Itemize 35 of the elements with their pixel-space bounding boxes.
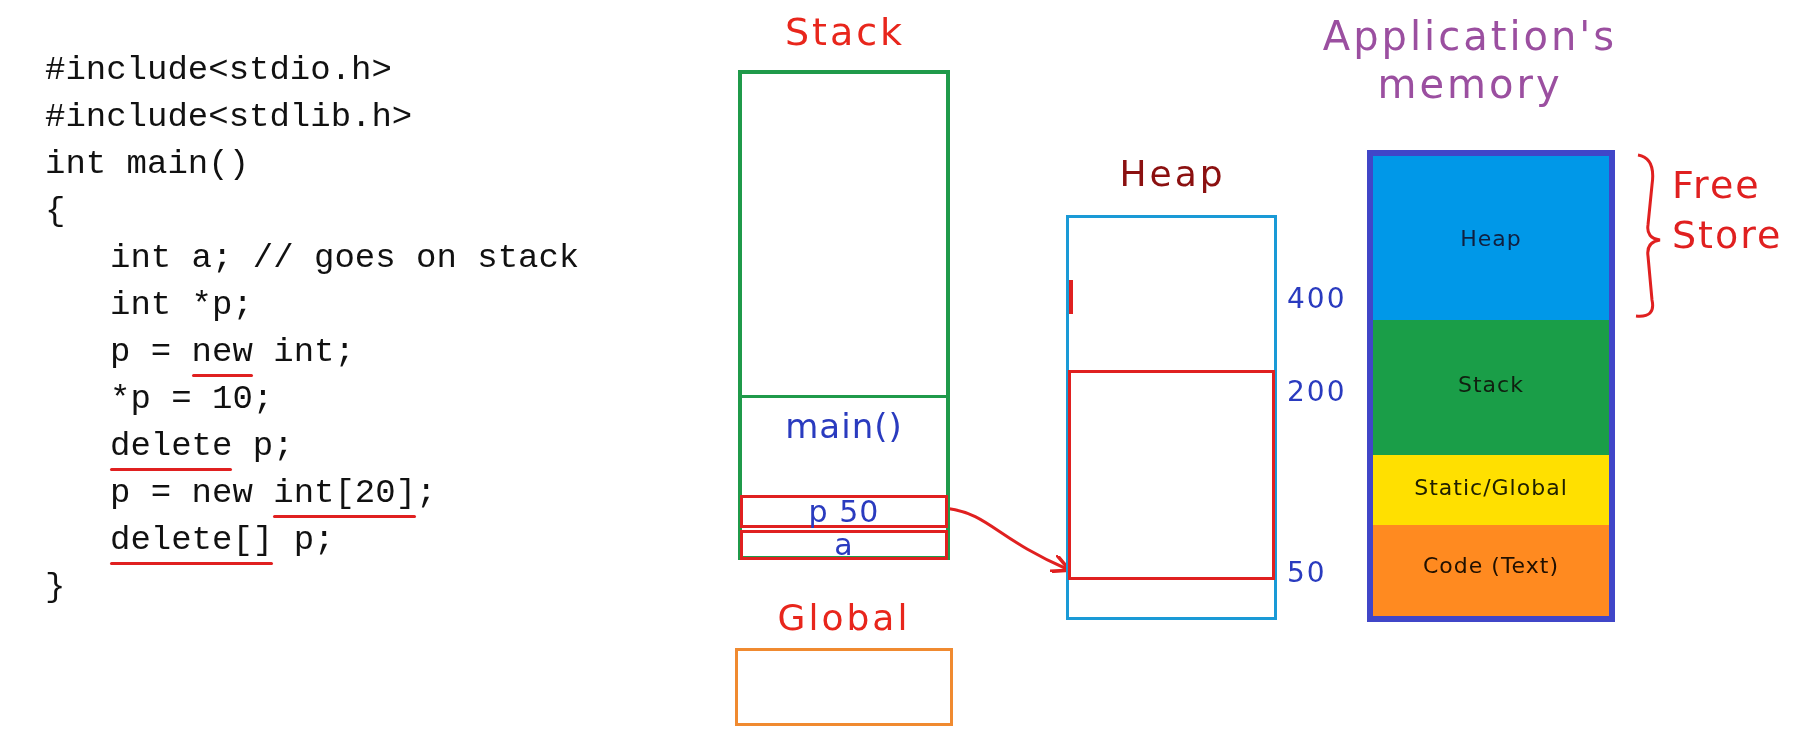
box-title: Global [776,596,912,640]
memory-segment [1373,320,1609,455]
box-title: Stack [783,10,907,56]
variable-slot [740,495,948,528]
memory-segment [1373,455,1609,525]
code-line: p = new int; [110,332,355,372]
segment-label: Stack [1457,372,1525,399]
allocated-block [1068,370,1275,580]
brace-note: Free Store [1672,162,1784,259]
code-line: { [45,191,66,231]
code-line: #include<stdlib.h> [45,97,413,137]
code-line: int *p; [110,285,253,325]
code-line: } [45,567,66,607]
code-line: p = new int[20]; [110,473,437,513]
code-line: *p = 10; [110,379,274,419]
address-label: 400 [1287,282,1347,315]
address-label: 200 [1287,375,1347,408]
box-title: Heap [1118,152,1227,196]
address-label: 50 [1287,556,1327,589]
segment-label: Code (Text) [1422,553,1560,580]
segment-label: a [833,527,855,563]
code-line: #include<stdio.h> [45,50,392,90]
stack-frame [738,395,950,560]
code-line: delete p; [110,426,294,466]
segment-label: p 50 [807,494,881,530]
code-line: int a; // goes on stack [110,238,580,278]
segment-label: main() [784,406,904,447]
segment-label: Static/Global [1413,475,1569,502]
code-line: int main() [45,144,250,184]
memory-segment [1373,156,1609,320]
code-line: delete[] p; [110,520,335,560]
variable-slot [740,530,948,560]
box-title: Application's memory [1321,12,1619,108]
memory-segment [1373,525,1609,616]
segment-label: Heap [1459,226,1523,253]
